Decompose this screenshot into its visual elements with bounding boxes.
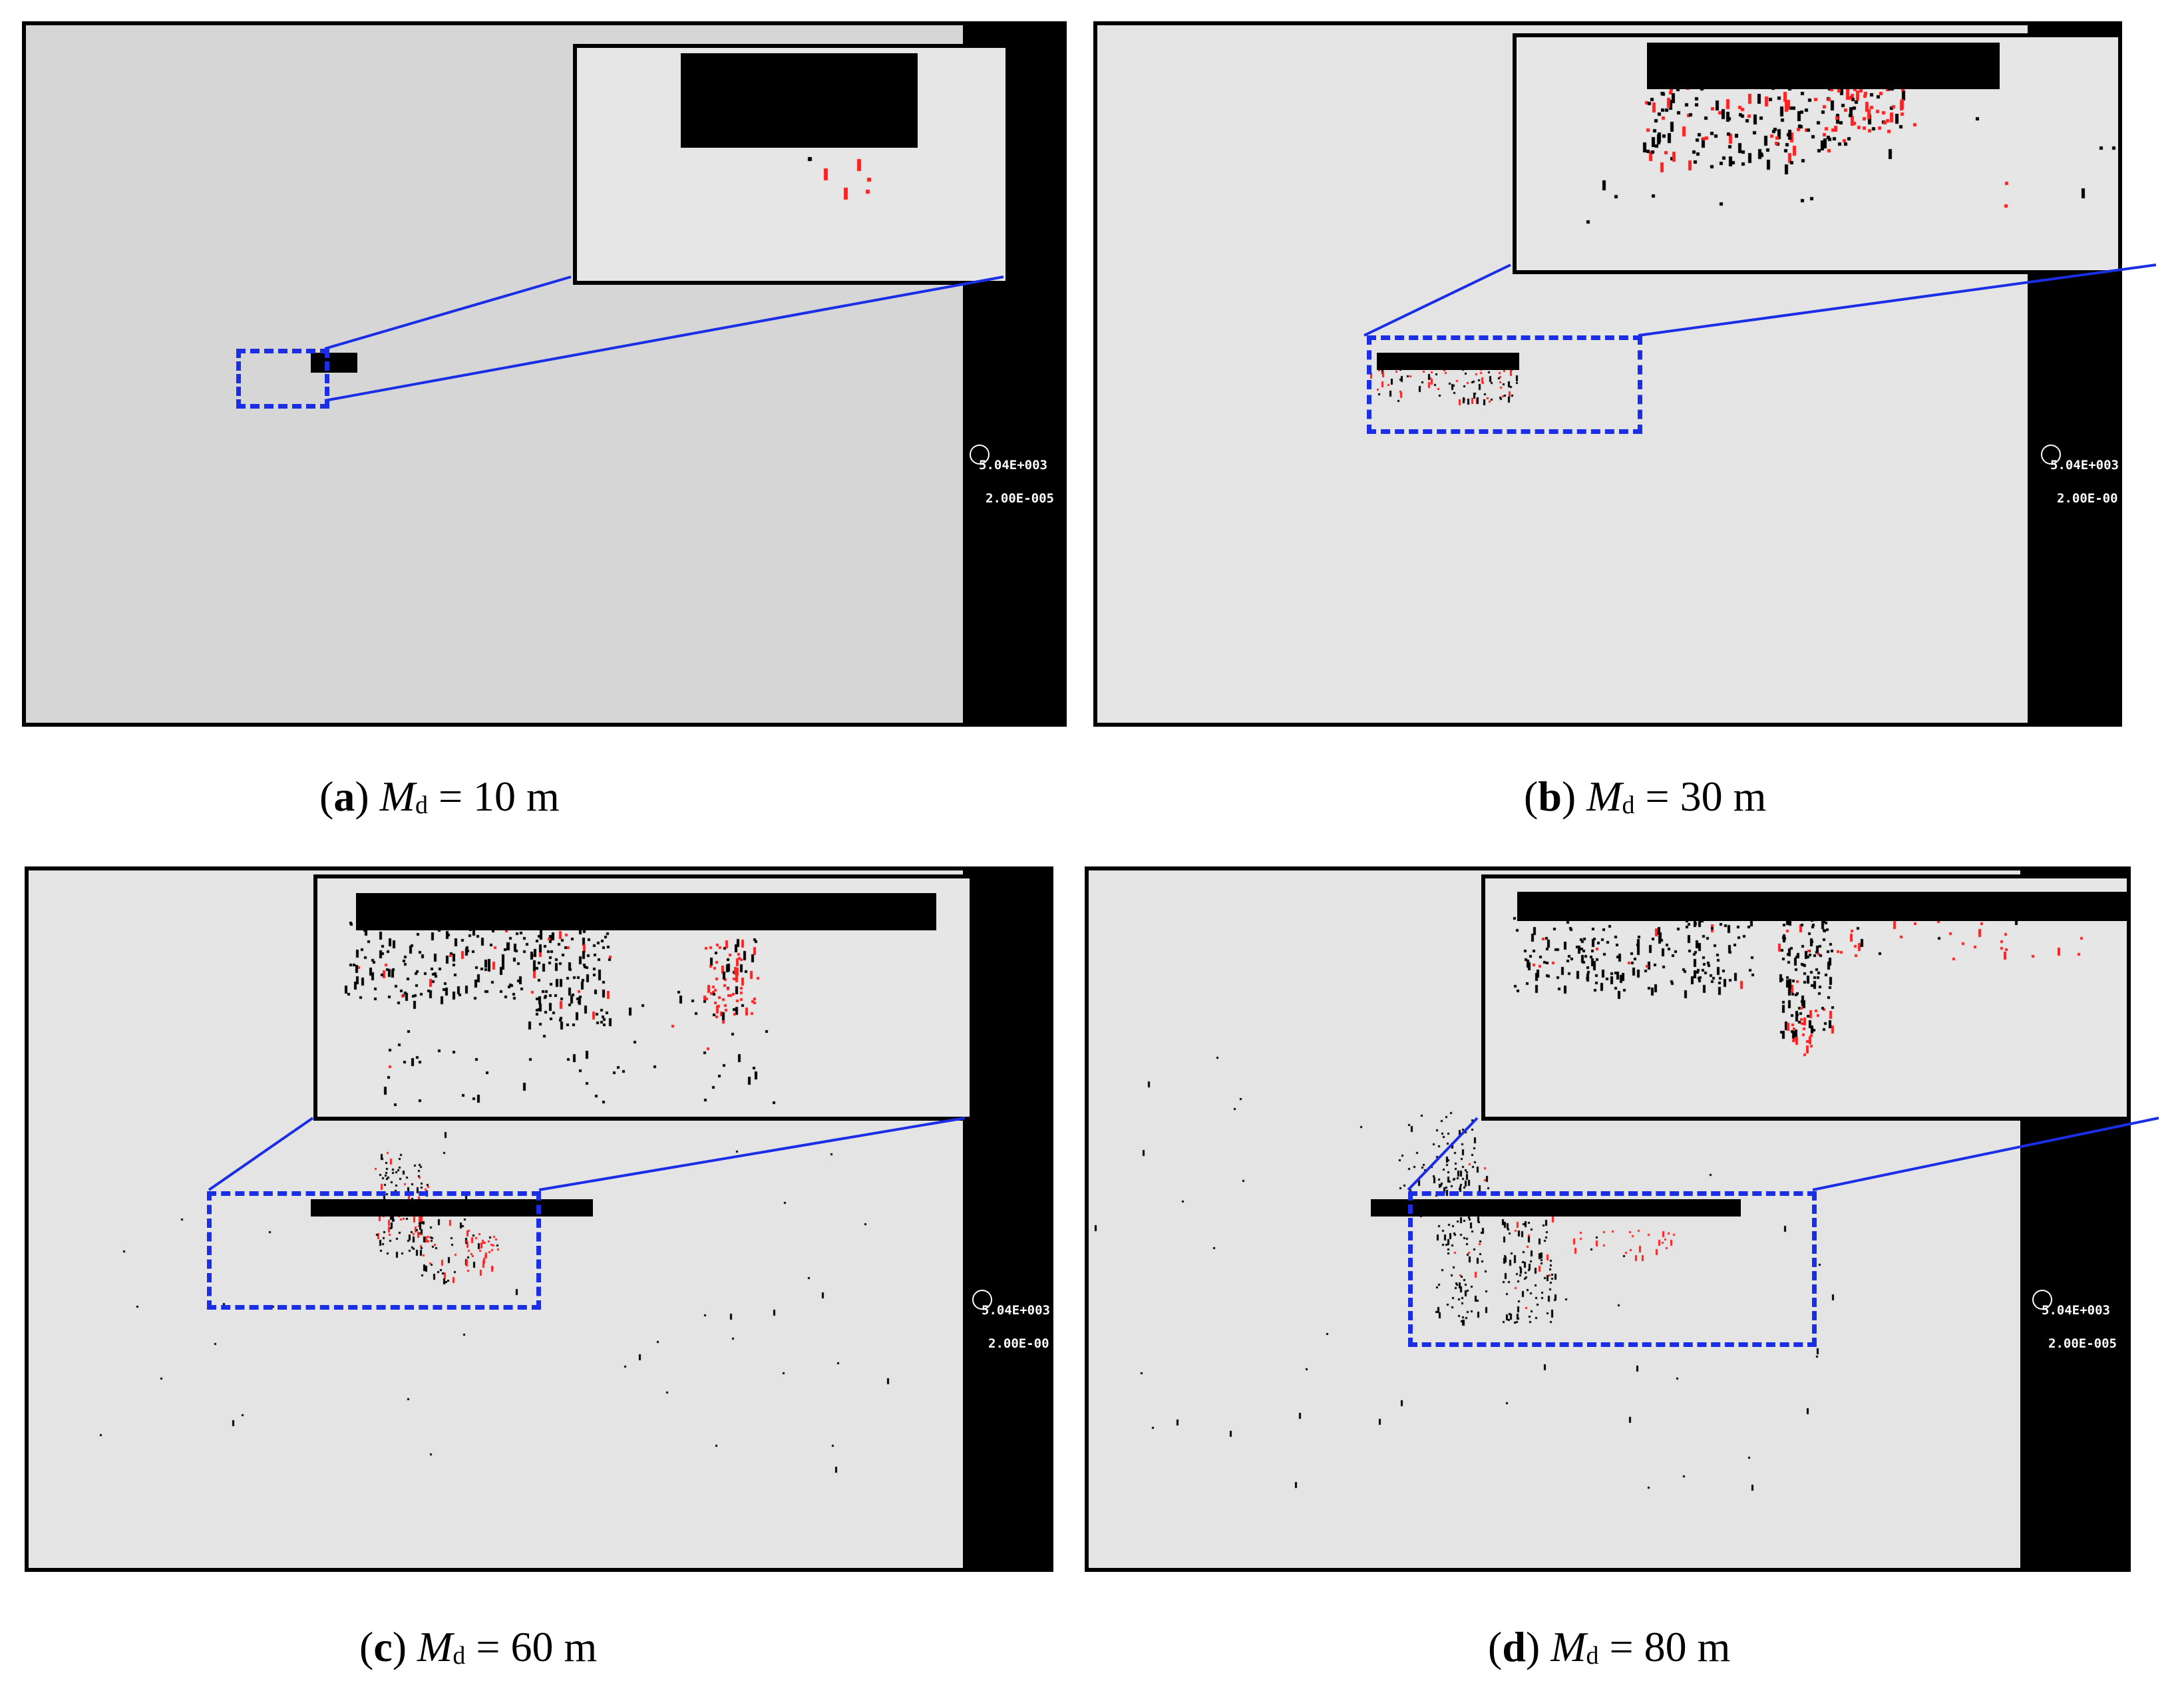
zoom-frame xyxy=(236,349,329,409)
panel-d: 5.04E+003 2.00E-005 xyxy=(1085,866,2131,1572)
tunnel xyxy=(1371,1199,1741,1217)
caption-a: (a) Md = 10 m xyxy=(319,773,560,820)
tunnel-zoomed xyxy=(356,893,936,930)
inset-zoom xyxy=(313,874,974,1121)
circle-icon xyxy=(970,445,990,465)
inset-zoom xyxy=(573,44,1009,285)
inset-zoom xyxy=(1481,874,2127,1121)
zoom-frame xyxy=(1408,1191,1817,1347)
tunnel-zoomed xyxy=(1517,892,2127,921)
legend-value-1: 5.04E+003 xyxy=(979,458,1047,472)
inset-zoom xyxy=(1513,33,2118,274)
tunnel xyxy=(311,1199,593,1217)
panel-c: 5.04E+003 2.00E-005 xyxy=(25,866,1053,1572)
panel-b: 5.04E+003 2.00E-005 xyxy=(1093,21,2122,727)
caption-b: (b) Md = 30 m xyxy=(1524,773,1767,820)
caption-d: (d) Md = 80 m xyxy=(1488,1623,1731,1670)
tunnel xyxy=(1377,353,1519,370)
tunnel-zoomed xyxy=(681,53,918,148)
zoom-frame xyxy=(207,1191,541,1310)
caption-c: (c) Md = 60 m xyxy=(359,1623,598,1670)
tunnel-zoomed xyxy=(1647,43,2000,89)
legend-value-2: 2.00E-005 xyxy=(986,491,1054,506)
panel-a: 5.04E+003 2.00E-005 xyxy=(22,21,1067,727)
zoom-frame xyxy=(1367,335,1642,434)
